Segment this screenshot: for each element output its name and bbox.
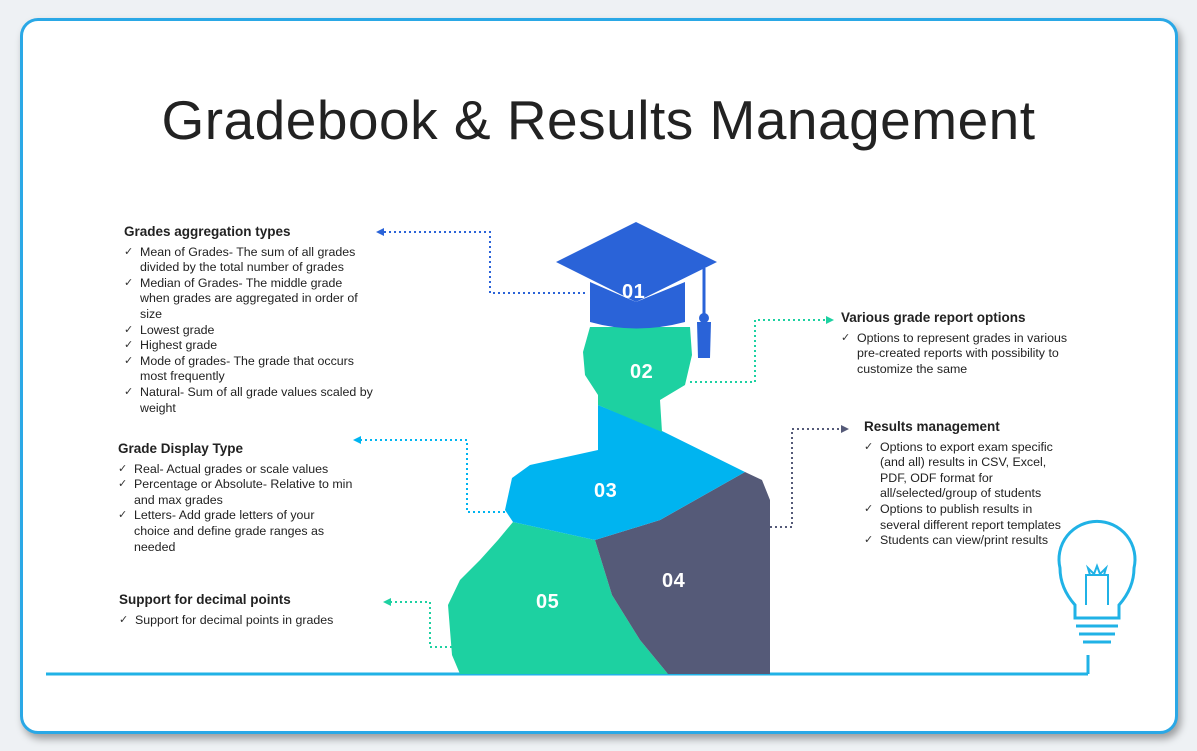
display-item: Real- Actual grades or scale values <box>118 462 353 478</box>
segment-01-number: 01 <box>622 281 646 303</box>
connector-05 <box>387 601 452 648</box>
aggregation-item: Natural- Sum of all grade values scaled … <box>124 385 374 416</box>
segment-05-number: 05 <box>536 591 560 613</box>
segment-03-shape <box>505 405 745 540</box>
slide-title: Gradebook & Results Management <box>161 89 1036 151</box>
aggregation-heading: Grades aggregation types <box>124 224 291 239</box>
decimal-heading: Support for decimal points <box>119 592 291 607</box>
results-heading: Results management <box>864 419 1000 434</box>
display-item: Percentage or Absolute- Relative to min … <box>118 477 353 508</box>
connector-02 <box>690 319 830 383</box>
aggregation-item: Highest grade <box>124 338 374 354</box>
segment-04-shape <box>595 472 770 674</box>
display-block: Grade Display Type Real- Actual grades o… <box>118 441 353 555</box>
connector-01 <box>380 231 585 294</box>
lightbulb-icon <box>1057 519 1137 644</box>
display-heading: Grade Display Type <box>118 441 244 456</box>
aggregation-item: Mean of Grades- The sum of all grades di… <box>124 245 374 276</box>
aggregation-item: Mode of grades- The grade that occurs mo… <box>124 354 374 385</box>
report-block: Various grade report options Options to … <box>841 310 1071 377</box>
connector-03 <box>357 439 505 513</box>
results-block: Results management Options to export exa… <box>864 419 1069 549</box>
connector-04 <box>770 428 845 528</box>
aggregation-item: Lowest grade <box>124 323 374 339</box>
segment-01-shape <box>556 222 717 358</box>
segment-02-number: 02 <box>630 361 654 383</box>
segment-02-shape <box>583 327 692 432</box>
decimal-block: Support for decimal points Support for d… <box>119 592 379 628</box>
report-item: Options to represent grades in various p… <box>841 331 1071 378</box>
results-item: Options to export exam specific (and all… <box>864 440 1069 502</box>
display-item: Letters- Add grade letters of your choic… <box>118 508 353 555</box>
report-heading: Various grade report options <box>841 310 1026 325</box>
results-item: Options to publish results in several di… <box>864 502 1069 533</box>
decimal-item: Support for decimal points in grades <box>119 613 379 629</box>
aggregation-item: Median of Grades- The middle grade when … <box>124 276 374 323</box>
aggregation-block: Grades aggregation types Mean of Grades-… <box>124 224 374 416</box>
results-item: Students can view/print results <box>864 533 1069 549</box>
segment-05-shape <box>448 522 668 674</box>
segment-04-number: 04 <box>662 570 686 592</box>
segment-03-number: 03 <box>594 480 618 502</box>
